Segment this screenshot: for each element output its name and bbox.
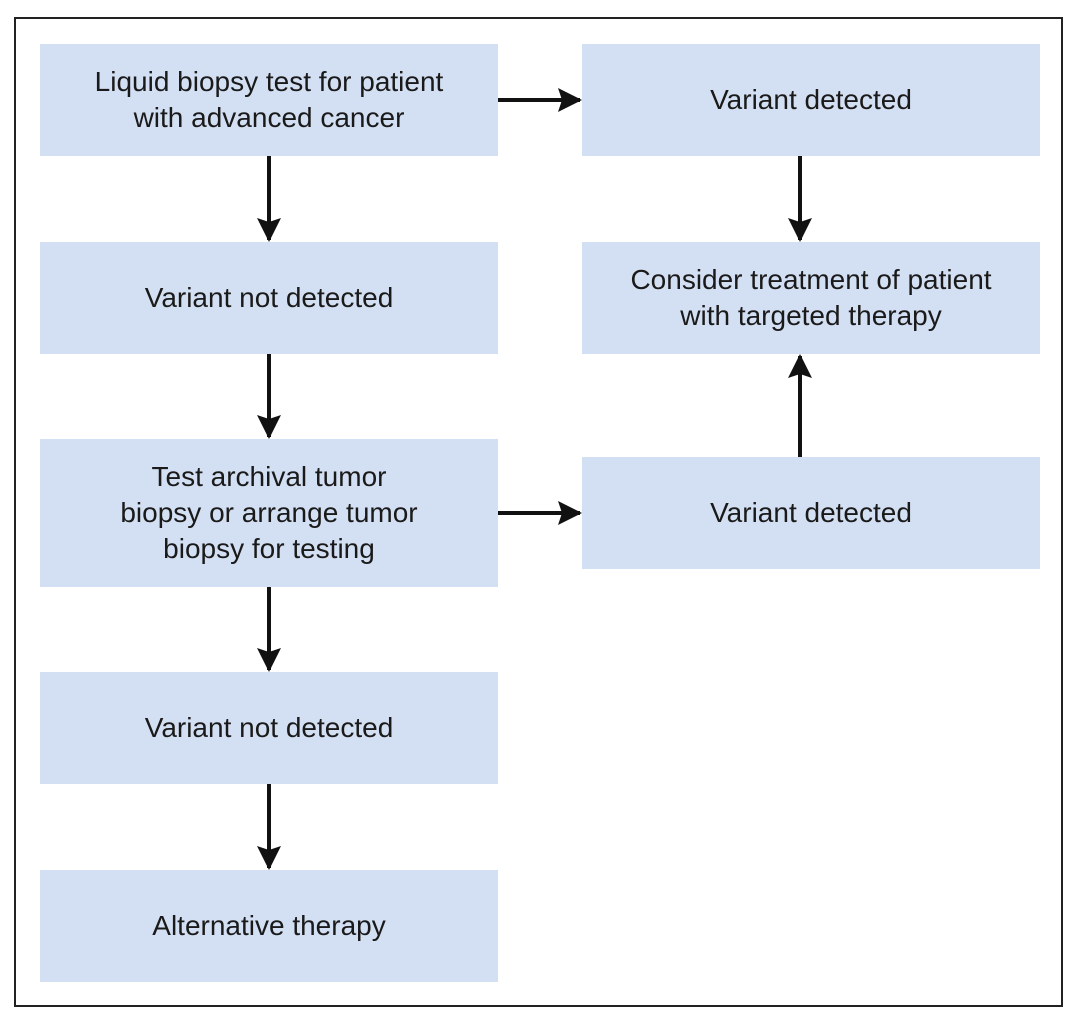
node-alternative-therapy: Alternative therapy (40, 870, 498, 982)
node-test-archival-tumor-biopsy: Test archival tumor biopsy or arrange tu… (40, 439, 498, 587)
node-variant-detected-first: Variant detected (582, 44, 1040, 156)
node-variant-not-detected-first: Variant not detected (40, 242, 498, 354)
node-variant-detected-second: Variant detected (582, 457, 1040, 569)
node-variant-not-detected-second: Variant not detected (40, 672, 498, 784)
node-liquid-biopsy-test: Liquid biopsy test for patient with adva… (40, 44, 498, 156)
node-consider-targeted-therapy: Consider treatment of patient with targe… (582, 242, 1040, 354)
